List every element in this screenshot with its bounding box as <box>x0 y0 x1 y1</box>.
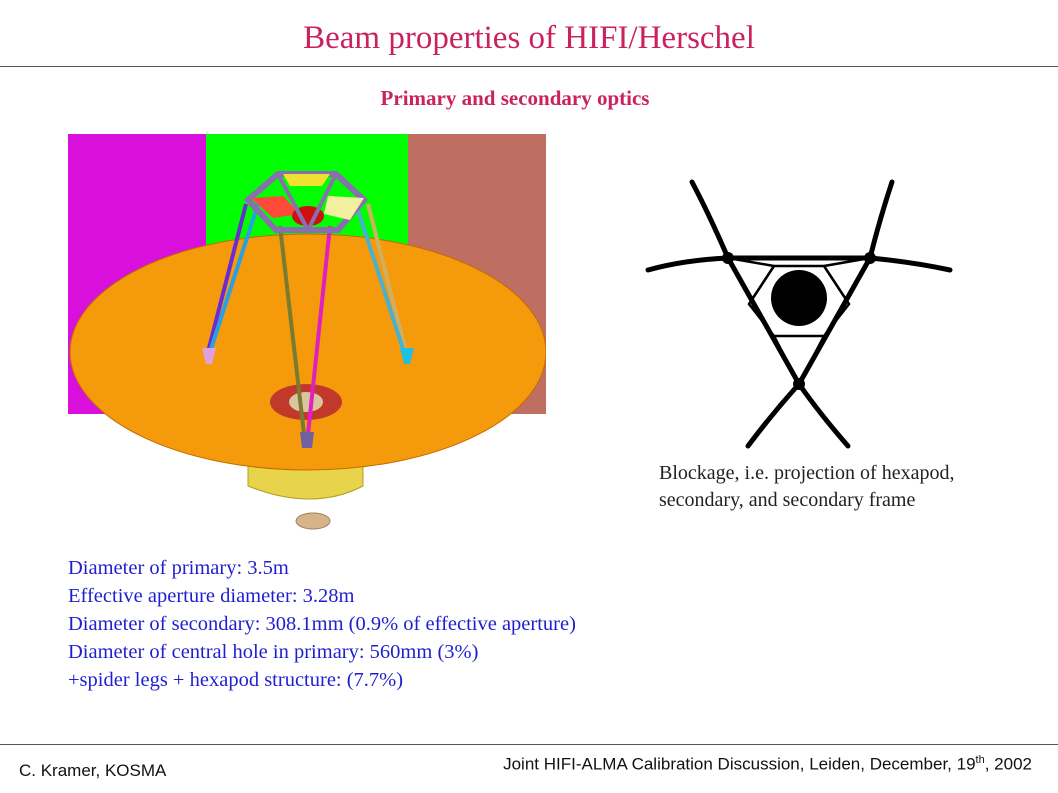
secondary-blockage-disc <box>771 270 827 326</box>
footer-author: C. Kramer, KOSMA <box>19 761 167 780</box>
footer-divider <box>0 744 1058 745</box>
spec-item: Effective aperture diameter: 3.28m <box>68 585 355 607</box>
spec-item: +spider legs + hexapod structure: (7.7%) <box>68 669 404 691</box>
leg-foot-right <box>400 348 414 364</box>
telescope-rendering <box>68 134 546 532</box>
footer-event: Joint HIFI-ALMA Calibration Discussion, … <box>503 754 1032 775</box>
title-divider <box>0 66 1058 67</box>
spec-item: Diameter of secondary: 308.1mm (0.9% of … <box>68 613 576 635</box>
slide-subtitle: Primary and secondary optics <box>380 86 650 110</box>
spider-legs <box>206 203 408 435</box>
lower-plate <box>295 512 331 530</box>
leg-foot-left <box>202 348 216 364</box>
figure-caption: Blockage, i.e. projection of hexapod, se… <box>659 462 955 511</box>
spec-list: Diameter of primary: 3.5m Effective aper… <box>68 554 576 694</box>
spec-item: Diameter of primary: 3.5m <box>68 557 289 579</box>
leg-foot-center <box>300 432 314 448</box>
blockage-diagram <box>645 179 953 449</box>
hexapod-frame <box>243 171 369 233</box>
slide-title: Beam properties of HIFI/Herschel <box>303 20 755 56</box>
primary-dish <box>69 233 546 471</box>
footer-event-text: Joint HIFI-ALMA Calibration Discussion, … <box>503 754 976 774</box>
central-hole <box>289 392 323 412</box>
footer-event-sup: th <box>975 754 985 766</box>
spec-item: Diameter of central hole in primary: 560… <box>68 641 479 663</box>
footer-event-year: , 2002 <box>984 754 1032 774</box>
